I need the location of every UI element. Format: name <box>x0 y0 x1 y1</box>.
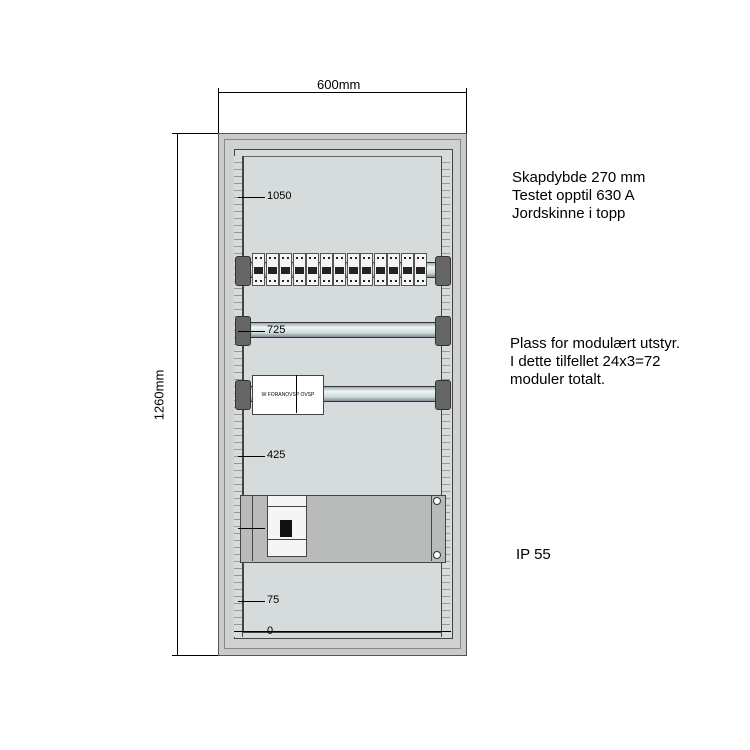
note-modules-1: Plass for modulært utstyr. <box>510 335 681 352</box>
marker-425: 425 <box>267 449 286 461</box>
note-tested: Testet opptil 630 A <box>512 187 635 204</box>
main-breaker <box>267 495 307 557</box>
note-modules-2: I dette tilfellet 24x3=72 <box>510 353 661 370</box>
module-notes: Plass for modulært utstyr. I dette tilfe… <box>510 335 680 389</box>
note-depth: Skapdybde 270 mm <box>512 169 646 186</box>
surge-label: W FORANOVSP OVSP <box>261 392 315 398</box>
circuit-breaker <box>292 253 306 286</box>
note-ground: Jordskinne i topp <box>512 205 626 222</box>
surge-protector: W FORANOVSP OVSP <box>252 375 324 415</box>
circuit-breaker <box>265 253 279 286</box>
circuit-breaker <box>360 253 373 286</box>
circuit-breaker <box>400 253 414 286</box>
circuit-breaker <box>373 253 387 286</box>
din-rail-2 <box>240 322 444 338</box>
width-label: 600mm <box>317 77 361 92</box>
circuit-breaker <box>387 253 400 286</box>
ip-rating: IP 55 <box>516 546 551 563</box>
circuit-breaker <box>279 253 292 286</box>
spec-notes: Skapdybde 270 mm Testet opptil 630 A Jor… <box>512 169 645 223</box>
circuit-breaker <box>252 253 265 286</box>
note-modules-3: moduler totalt. <box>510 371 606 388</box>
circuit-breaker <box>414 253 427 286</box>
marker-0: 0 <box>267 625 274 637</box>
marker-75: 75 <box>267 594 280 606</box>
height-label: 1260mm <box>151 369 167 421</box>
marker-1050: 1050 <box>267 190 292 202</box>
circuit-breaker <box>346 253 360 286</box>
circuit-breaker <box>333 253 346 286</box>
marker-725: 725 <box>267 324 286 336</box>
circuit-breaker <box>306 253 319 286</box>
circuit-breaker <box>319 253 333 286</box>
